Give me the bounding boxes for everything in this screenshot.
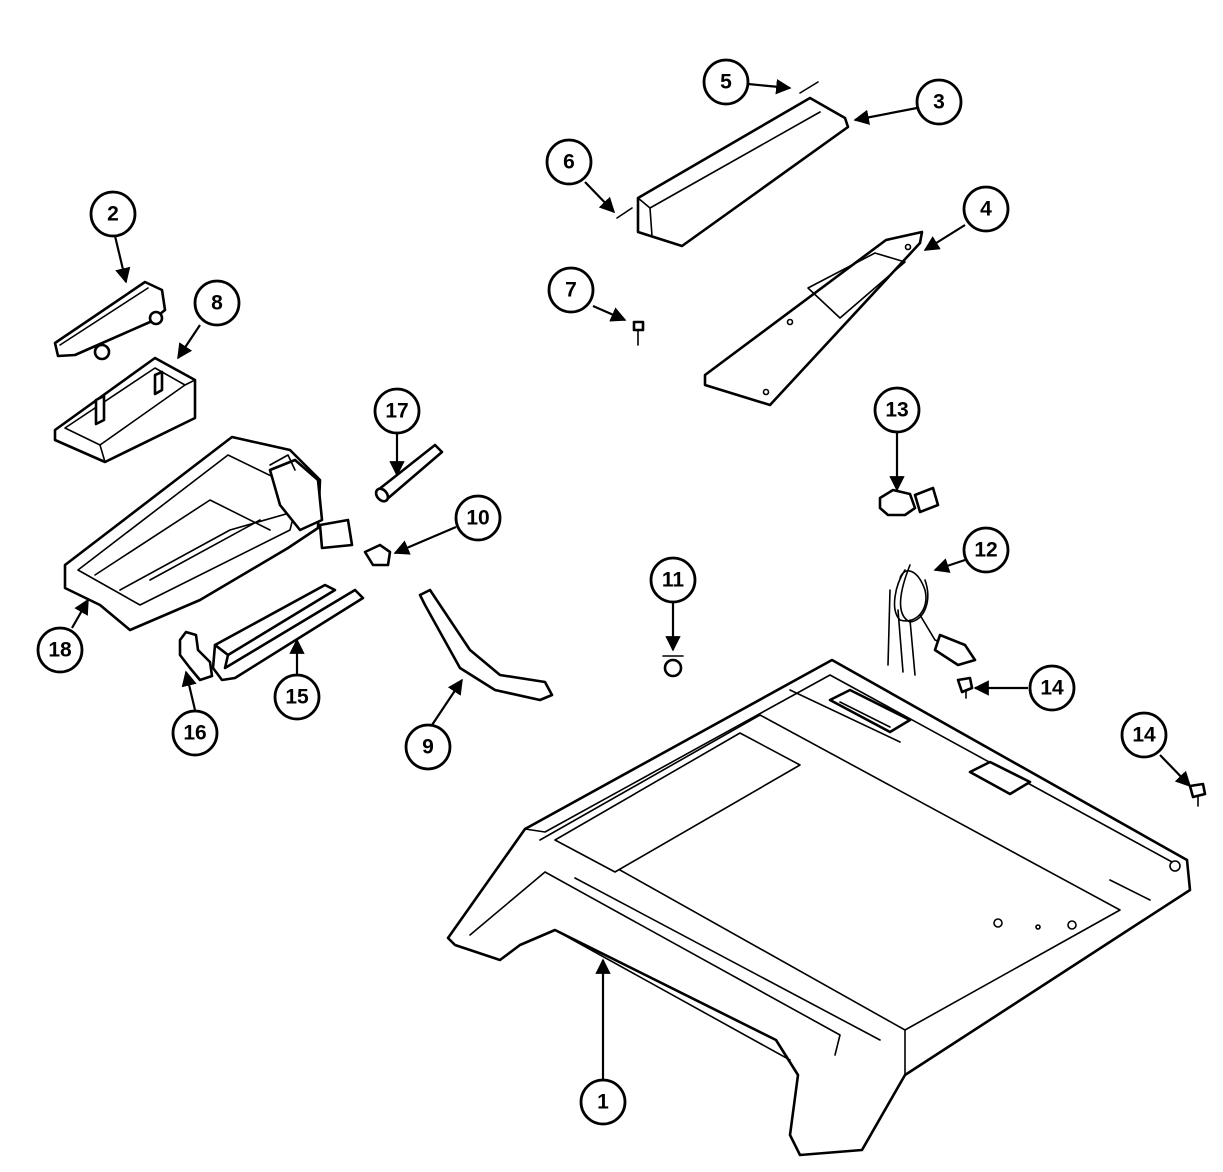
callout-11: 11 [649, 556, 697, 604]
svg-text:13: 13 [885, 399, 908, 422]
callout-10: 10 [454, 494, 502, 542]
callout-13: 13 [873, 386, 921, 434]
svg-text:14: 14 [1040, 677, 1064, 700]
part-15-hose [211, 583, 365, 682]
part-17-tube [374, 443, 444, 503]
part-1-top-panel [446, 658, 1192, 1157]
svg-text:15: 15 [285, 686, 309, 709]
part-5-pin [799, 81, 819, 94]
part-2-dispenser-lid [53, 280, 167, 361]
svg-text:18: 18 [48, 639, 72, 662]
part-11-clamp [662, 655, 684, 678]
svg-text:8: 8 [211, 292, 223, 315]
callout-12: 12 [962, 526, 1010, 574]
callout-6: 6 [545, 138, 593, 186]
part-7-screw [632, 320, 645, 346]
svg-text:12: 12 [974, 539, 997, 562]
callout-1: 1 [579, 1078, 627, 1126]
part-9-curved-hose [418, 588, 554, 702]
svg-text:2: 2 [107, 203, 119, 226]
part-10-fitting [363, 543, 392, 567]
svg-text:1: 1 [597, 1091, 609, 1114]
callout-15: 15 [273, 673, 321, 721]
callout-14-a: 14 [1028, 664, 1076, 712]
callout-17: 17 [373, 387, 421, 435]
callout-4: 4 [962, 185, 1010, 233]
svg-text:3: 3 [933, 91, 945, 114]
callout-2: 2 [89, 190, 137, 238]
part-14-screw-a [956, 676, 974, 699]
part-18-dispenser-housing [63, 435, 354, 632]
svg-text:9: 9 [422, 736, 434, 759]
callout-14-b: 14 [1120, 711, 1168, 759]
svg-text:14: 14 [1132, 724, 1156, 747]
part-13-strain-relief [878, 486, 940, 517]
callout-9: 9 [404, 723, 452, 771]
svg-text:11: 11 [662, 569, 685, 592]
svg-text:5: 5 [720, 71, 732, 94]
part-16-elbow-hose [178, 630, 214, 682]
svg-text:7: 7 [565, 279, 577, 302]
svg-text:10: 10 [466, 507, 489, 530]
part-4-console-panel [703, 230, 924, 407]
callout-3: 3 [915, 78, 963, 126]
svg-text:4: 4 [980, 198, 992, 221]
svg-text:17: 17 [385, 400, 408, 423]
part-8-dispenser-tray [53, 356, 197, 464]
part-14-screw-b [1188, 782, 1207, 807]
callout-8: 8 [193, 279, 241, 327]
leader-lines [71, 79, 1192, 1080]
svg-text:6: 6 [563, 151, 575, 174]
part-6-pin [616, 207, 633, 219]
svg-text:16: 16 [183, 722, 206, 745]
part-12-wire-harness [887, 564, 977, 676]
callout-7: 7 [547, 266, 595, 314]
callout-18: 18 [36, 626, 84, 674]
callout-16: 16 [171, 709, 219, 757]
part-3-cover-plate [636, 96, 850, 248]
callout-5: 5 [702, 58, 750, 106]
